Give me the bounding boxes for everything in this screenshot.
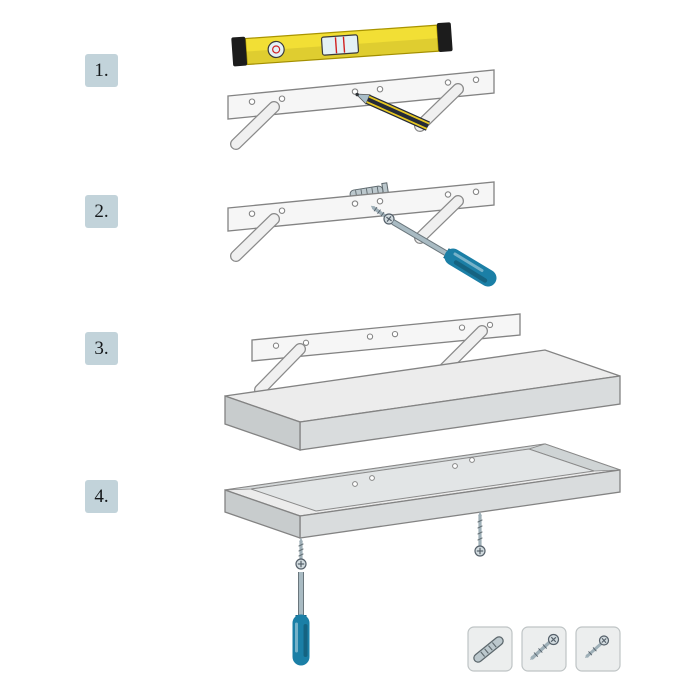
step-3-figure bbox=[224, 313, 621, 451]
spirit-level bbox=[231, 22, 453, 67]
support-rod-left bbox=[254, 343, 306, 396]
step-3-number-badge: 3. bbox=[85, 332, 118, 365]
rail-holes bbox=[248, 76, 480, 105]
step-2-figure bbox=[227, 181, 497, 287]
rail-holes bbox=[248, 188, 480, 217]
mounting-screw-right bbox=[474, 511, 486, 557]
screwdriver bbox=[292, 572, 310, 666]
screw bbox=[370, 205, 395, 225]
short-screw-icon bbox=[585, 635, 610, 658]
rail-holes bbox=[272, 321, 494, 349]
step-1-number-badge: 1. bbox=[85, 54, 118, 87]
legend-box-short-screw bbox=[575, 626, 621, 672]
level-bubble-vial bbox=[320, 34, 360, 56]
support-rod-left bbox=[230, 101, 280, 150]
support-rod-right bbox=[414, 195, 464, 244]
legend bbox=[467, 626, 621, 672]
wall-anchor-icon bbox=[473, 636, 504, 663]
step-4-figure bbox=[224, 443, 621, 666]
mounting-screw-left bbox=[295, 537, 307, 570]
shelf-underside bbox=[224, 443, 621, 539]
long-screw-icon bbox=[530, 633, 560, 660]
pencil bbox=[354, 92, 431, 131]
shelf-cavity-floor bbox=[250, 448, 595, 512]
shelf-end-face bbox=[224, 395, 301, 451]
support-rod-right bbox=[439, 325, 488, 374]
screwdriver bbox=[391, 219, 497, 287]
floor-screw-holes bbox=[352, 457, 475, 487]
mounting-rail bbox=[227, 181, 495, 232]
support-rod-left bbox=[230, 213, 280, 262]
step-4-number-badge: 4. bbox=[85, 480, 118, 513]
level-round-vial bbox=[267, 40, 285, 59]
step-2-number-badge: 2. bbox=[85, 195, 118, 228]
step-1-figure bbox=[227, 22, 495, 150]
level-end-cap-left bbox=[231, 36, 248, 67]
support-rod-right bbox=[414, 83, 464, 132]
screwdriver-handle bbox=[444, 248, 497, 287]
level-end-cap-right bbox=[436, 22, 453, 52]
shelf-board bbox=[224, 349, 621, 451]
shelf-end-face bbox=[224, 489, 301, 539]
mounting-rail bbox=[251, 313, 521, 362]
